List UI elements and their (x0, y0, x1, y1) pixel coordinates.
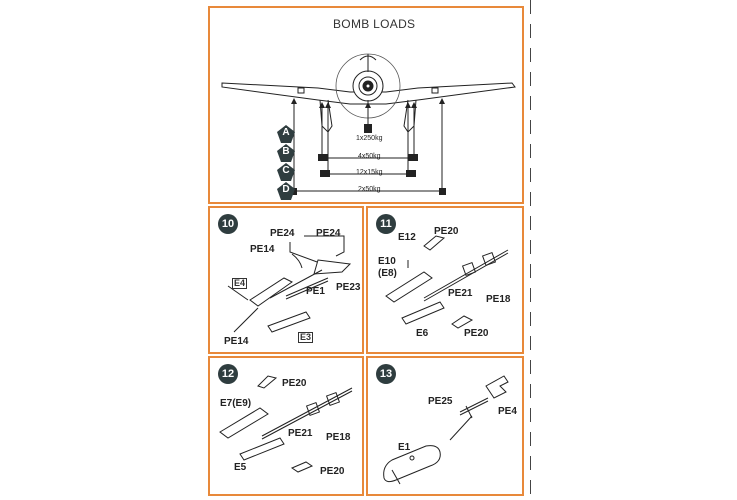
step-11-pe18: PE18 (486, 294, 511, 305)
step-11-e8: (E8) (378, 268, 397, 279)
step-12-e5: E5 (234, 462, 247, 473)
step-11-pe20a: PE20 (434, 226, 459, 237)
step-12-pe21: PE21 (288, 428, 313, 439)
step-12-pe20b: PE20 (320, 466, 345, 477)
step-11-drawing (385, 235, 509, 329)
step-12-pe20a: PE20 (282, 378, 307, 389)
step-11-panel: 11 PE20 E12 E10 (E8) PE21 PE18 E6 PE20 (366, 206, 524, 354)
option-b-label: 4x50kg (358, 153, 381, 160)
step-12-drawing (219, 375, 353, 473)
step-10-badge: 10 (218, 214, 238, 234)
step-13-panel: 13 PE25 PE4 E1 (366, 356, 524, 496)
option-a-marker: A (276, 124, 296, 144)
option-c-marker: C (276, 162, 296, 182)
step-10-pe1: PE1 (306, 286, 325, 297)
step-12-badge: 12 (218, 364, 238, 384)
page-edge-divider (530, 0, 531, 500)
step-11-badge: 11 (376, 214, 396, 234)
step-11-pe20b: PE20 (464, 328, 489, 339)
step-10-pe24b: PE24 (316, 228, 341, 239)
bomb-loads-panel: BOMB LOADS (208, 6, 524, 204)
option-d-marker: D (276, 181, 296, 201)
step-10-pe24a: PE24 (270, 228, 295, 239)
step-10-drawing (227, 235, 352, 333)
step-11-pe21: PE21 (448, 288, 473, 299)
step-11-e12: E12 (398, 232, 416, 243)
step-10-panel: 10 PE24 PE24 PE14 PE1 PE23 E4 E3 PE14 (208, 206, 364, 354)
step-10-pe14b: PE14 (224, 336, 249, 347)
step-11-e10: E10 (378, 256, 396, 267)
step-10-e3: E3 (298, 332, 314, 343)
option-a-label: 1x250kg (356, 135, 383, 142)
option-d-label: 2x50kg (358, 186, 381, 193)
step-11-e6: E6 (416, 328, 429, 339)
step-12-e7: E7(E9) (220, 398, 252, 409)
step-10-pe14a: PE14 (250, 244, 275, 255)
bomb-loads-title: BOMB LOADS (333, 17, 416, 31)
option-c-label: 12x15kg (356, 169, 383, 176)
option-b-marker: B (276, 143, 296, 163)
step-13-badge: 13 (376, 364, 396, 384)
aircraft-front-view (221, 53, 516, 195)
step-13-e1: E1 (398, 442, 411, 453)
step-10-e4: E4 (232, 278, 248, 289)
step-13-pe4: PE4 (498, 406, 517, 417)
step-10-pe23: PE23 (336, 282, 361, 293)
step-13-pe25: PE25 (428, 396, 453, 407)
step-13-drawing (383, 375, 509, 485)
step-12-pe18: PE18 (326, 432, 351, 443)
step-12-panel: 12 PE20 E7(E9) PE21 PE18 E5 PE20 (208, 356, 364, 496)
